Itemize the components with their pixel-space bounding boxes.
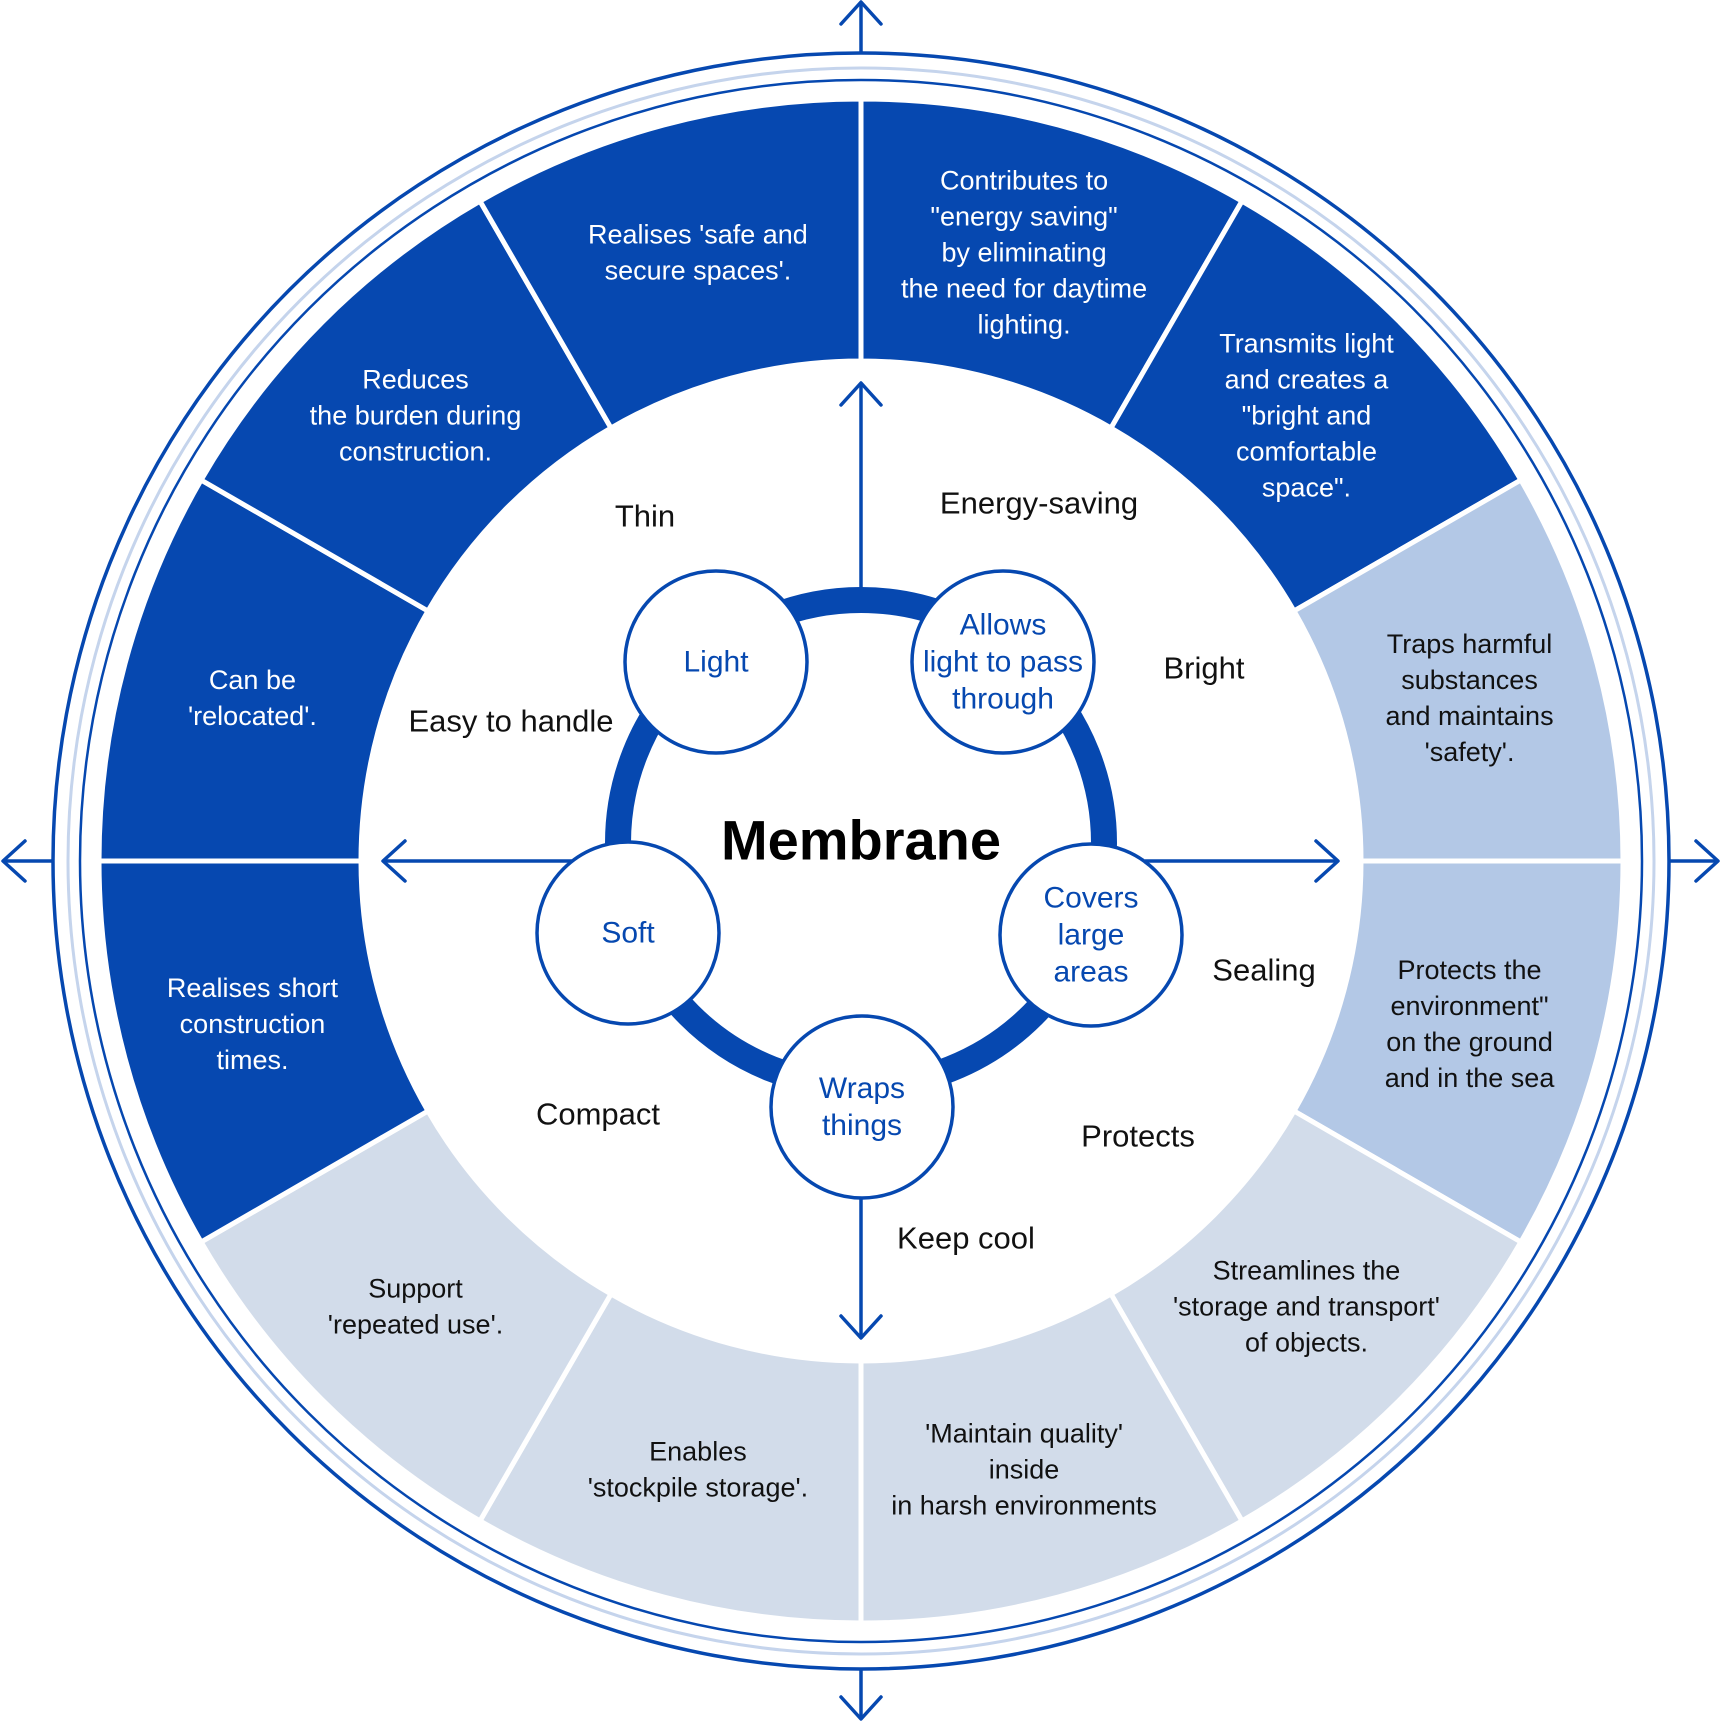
node-wraps-things-line: Wraps — [819, 1072, 905, 1105]
node-wraps-things: Wraps things — [769, 1014, 955, 1200]
node-soft-line: Soft — [601, 917, 655, 950]
segment-streamlines-storage-line: Streamlines the — [1213, 1255, 1401, 1285]
segment-traps-harmful-line: 'safety'. — [1425, 737, 1515, 767]
node-covers-large-areas: Covers large areas — [998, 842, 1184, 1028]
segment-streamlines-storage-line: of objects. — [1245, 1327, 1368, 1357]
node-wraps-things-circle — [769, 1014, 955, 1200]
center-label: Membrane — [721, 809, 1001, 872]
node-light-circle — [623, 569, 809, 755]
segment-bright-space-line: space". — [1262, 473, 1351, 503]
segment-short-construction-line: times. — [216, 1045, 288, 1075]
segment-energy-saving-benefit-line: Contributes to — [940, 165, 1108, 195]
segment-traps-harmful: Traps harmful substances and maintains 'saf… — [1290, 476, 1626, 864]
inner-arrow-up-icon — [839, 381, 883, 407]
segment-short-construction-line: Realises short — [167, 973, 339, 1003]
property-compact: Compact — [536, 1097, 660, 1132]
segment-protects-environment-line: and in the sea — [1385, 1063, 1556, 1093]
inner-arrow-right-icon — [1314, 839, 1340, 883]
node-allows-light: Allows light to pass through — [910, 569, 1096, 755]
benefit-segments: Contributes to "energy saving" by eliminat… — [96, 96, 1626, 1626]
segment-safe-secure-shape — [476, 96, 864, 432]
segment-safe-secure: Realises 'safe and secure spaces'. — [476, 96, 864, 432]
property-protects: Protects — [1081, 1119, 1195, 1154]
segment-repeated-use-line: 'repeated use'. — [328, 1309, 503, 1339]
segment-protects-environment-line: on the ground — [1386, 1027, 1553, 1057]
node-covers-large-areas-line: areas — [1053, 956, 1128, 989]
property-energy-saving: Energy-saving — [940, 486, 1138, 521]
property-sealing: Sealing — [1212, 953, 1315, 988]
node-allows-light-line: Allows — [960, 609, 1047, 642]
segment-reduces-burden-line: construction. — [339, 437, 492, 467]
segment-energy-saving-benefit-line: the need for daytime — [901, 273, 1147, 303]
node-allows-light-line: light to pass — [923, 646, 1083, 679]
segment-traps-harmful-line: and maintains — [1385, 701, 1553, 731]
inner-arrow-left-icon — [381, 839, 407, 883]
node-light: Light — [623, 569, 809, 755]
segment-traps-harmful-line: Traps harmful — [1387, 629, 1553, 659]
segment-relocated-line: Can be — [209, 665, 296, 695]
segment-relocated-line: 'relocated'. — [188, 701, 317, 731]
segment-repeated-use-line: Support — [368, 1273, 463, 1303]
segment-protects-environment: Protects the environment" on the ground and… — [1290, 858, 1626, 1246]
segment-reduces-burden: Reduces the burden during construction. — [197, 197, 615, 615]
property-bright: Bright — [1164, 651, 1245, 686]
segment-stockpile-storage-line: 'stockpile storage'. — [588, 1473, 808, 1503]
segment-energy-saving-benefit-line: lighting. — [978, 309, 1071, 339]
property-keep-cool: Keep cool — [897, 1221, 1035, 1256]
segment-bright-space-line: Transmits light — [1219, 329, 1394, 359]
segment-maintain-quality: 'Maintain quality' inside in harsh environ… — [858, 1290, 1246, 1626]
segment-bright-space-line: comfortable — [1236, 437, 1377, 467]
segment-bright-space-line: and creates a — [1225, 365, 1390, 395]
segment-reduces-burden-line: the burden during — [310, 401, 522, 431]
node-allows-light-circle — [910, 569, 1096, 755]
node-wraps-things-line: things — [822, 1109, 902, 1142]
outer-arrow-left-icon — [1, 839, 27, 883]
outer-ring-light — [66, 66, 1656, 1656]
segment-safe-secure-line: secure spaces'. — [605, 255, 792, 285]
node-soft-circle — [535, 840, 721, 1026]
segment-maintain-quality-line: 'Maintain quality' — [925, 1419, 1123, 1449]
outer-ring — [51, 51, 1671, 1671]
segment-streamlines-storage-line: 'storage and transport' — [1173, 1291, 1440, 1321]
property-thin: Thin — [615, 499, 675, 534]
node-allows-light-line: through — [952, 683, 1054, 716]
outer-arrow-right-icon — [1694, 839, 1720, 883]
segment-energy-saving-benefit-line: by eliminating — [942, 237, 1107, 267]
segment-protects-environment-line: environment" — [1390, 991, 1548, 1021]
property-easy-to-handle: Easy to handle — [408, 704, 613, 739]
segment-reduces-burden-line: Reduces — [362, 365, 469, 395]
segment-energy-saving-benefit-line: "energy saving" — [930, 201, 1117, 231]
node-light-line: Light — [683, 646, 749, 679]
segment-streamlines-storage: Streamlines the 'storage and transport' of… — [1107, 1107, 1525, 1525]
outer-arrow-down-icon — [839, 1695, 883, 1721]
outer-rings — [51, 51, 1671, 1671]
segment-protects-environment-line: Protects the — [1397, 955, 1541, 985]
segment-energy-saving-benefit: Contributes to "energy saving" by eliminat… — [858, 96, 1246, 432]
segment-safe-secure-line: Realises 'safe and — [588, 219, 808, 249]
inner-arrow-down-icon — [839, 1314, 883, 1340]
node-soft: Soft — [535, 840, 721, 1026]
segment-traps-harmful-line: substances — [1401, 665, 1538, 695]
segment-stockpile-storage-line: Enables — [649, 1437, 747, 1467]
segment-bright-space: Transmits light and creates a "bright and c… — [1107, 197, 1525, 615]
segment-bright-space-line: "bright and — [1242, 401, 1372, 431]
segment-maintain-quality-line: inside — [989, 1455, 1060, 1485]
inner-ring — [78, 78, 1644, 1644]
node-covers-large-areas-circle — [998, 842, 1184, 1028]
segment-short-construction: Realises short construction times. — [96, 858, 432, 1246]
segment-stockpile-storage: Enables 'stockpile storage'. — [476, 1290, 864, 1626]
node-covers-large-areas-line: large — [1058, 919, 1125, 952]
segment-maintain-quality-line: in harsh environments — [891, 1491, 1157, 1521]
segment-short-construction-line: construction — [180, 1009, 326, 1039]
node-covers-large-areas-line: Covers — [1043, 882, 1138, 915]
outer-arrow-up-icon — [839, 0, 883, 26]
